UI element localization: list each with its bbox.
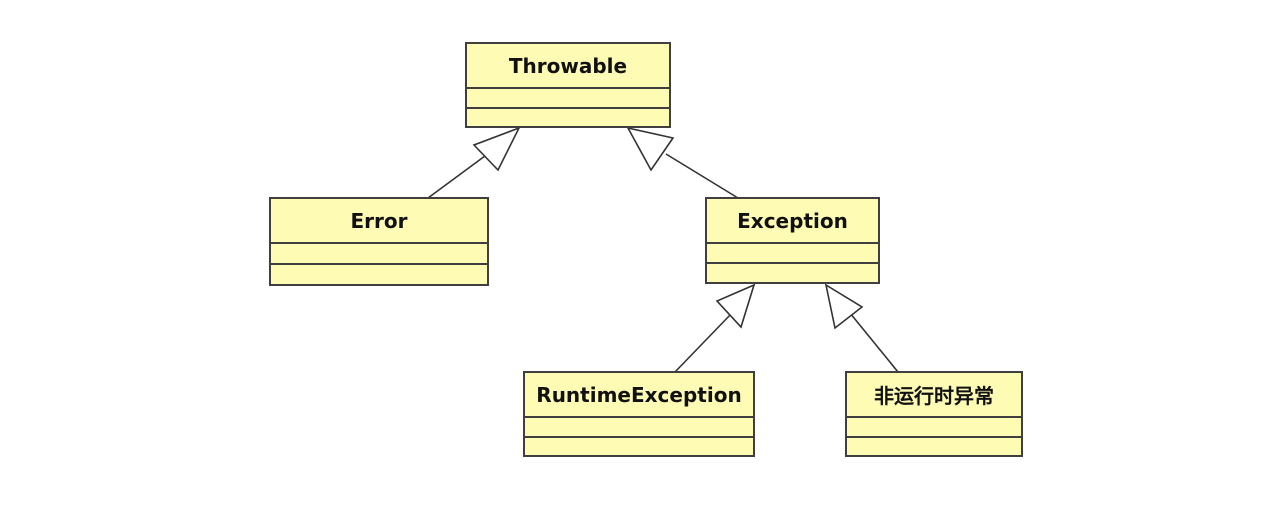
attributes-section bbox=[467, 89, 669, 109]
methods-section bbox=[707, 264, 878, 282]
class-name: Error bbox=[271, 199, 487, 244]
inheritance-checked-to-exception bbox=[824, 283, 899, 373]
attributes-section bbox=[707, 244, 878, 264]
attributes-section bbox=[525, 418, 753, 438]
inheritance-arrowhead-icon bbox=[626, 126, 675, 172]
methods-section bbox=[847, 438, 1021, 456]
inheritance-error-to-throwable bbox=[427, 126, 521, 199]
methods-section bbox=[467, 109, 669, 127]
class-exception: Exception bbox=[705, 197, 880, 284]
inheritance-arrowhead-icon bbox=[715, 283, 756, 329]
class-runtime-exception: RuntimeException bbox=[523, 371, 755, 457]
attributes-section bbox=[271, 244, 487, 265]
methods-section bbox=[271, 265, 487, 284]
class-name: 非运行时异常 bbox=[847, 373, 1021, 418]
inheritance-runtime-to-exception bbox=[674, 283, 756, 373]
inheritance-arrowhead-icon bbox=[472, 126, 521, 172]
class-checked-exception: 非运行时异常 bbox=[845, 371, 1023, 457]
class-name: Exception bbox=[707, 199, 878, 244]
methods-section bbox=[525, 438, 753, 456]
class-name: RuntimeException bbox=[525, 373, 753, 418]
inheritance-exception-to-throwable bbox=[626, 126, 739, 199]
attributes-section bbox=[847, 418, 1021, 438]
class-name: Throwable bbox=[467, 44, 669, 89]
class-error: Error bbox=[269, 197, 489, 286]
class-throwable: Throwable bbox=[465, 42, 671, 128]
inheritance-arrowhead-icon bbox=[824, 283, 864, 330]
